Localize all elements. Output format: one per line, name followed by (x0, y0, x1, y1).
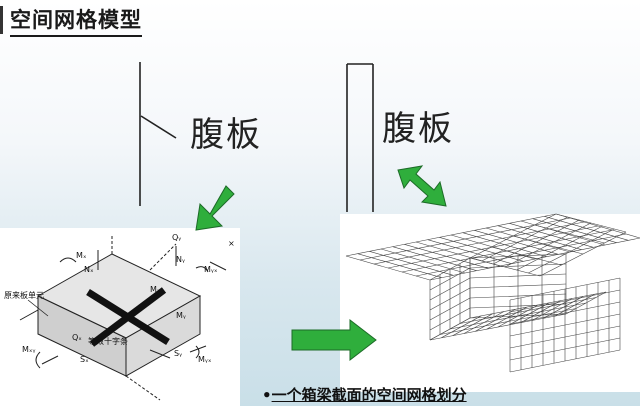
force-label: Nₓ (84, 265, 94, 274)
title-accent-bar (0, 6, 3, 34)
force-label: Mₓ (76, 251, 87, 260)
force-label: Mᵧ (176, 311, 186, 320)
force-label: Qᵧ (172, 233, 181, 242)
force-label: Sₓ (80, 355, 89, 364)
mesh-line (459, 297, 597, 324)
equivalent-cross-x (86, 287, 170, 347)
box-girder-mesh-panel (340, 214, 640, 392)
label-leader (27, 299, 49, 317)
web-sketch-right (346, 63, 374, 212)
figure-caption: •一个箱梁截面的空间网格划分 (262, 384, 467, 405)
force-label: Mₓᵧ (150, 285, 163, 294)
mesh-line (387, 225, 599, 269)
slide-title: 空间网格模型 (10, 4, 142, 37)
mesh-line (439, 308, 577, 335)
arrow-down-left-icon (195, 185, 235, 231)
mesh-line (429, 313, 567, 341)
mesh-line (345, 213, 557, 257)
force-label: Mₓᵧ (22, 345, 35, 354)
mesh-line (509, 301, 621, 325)
mesh-line (359, 217, 571, 261)
web-sketch-left (139, 62, 177, 206)
web-label-right: 腹板 (382, 109, 454, 149)
mesh-line (509, 277, 621, 301)
mesh-line (555, 213, 627, 233)
mesh-line (509, 349, 621, 373)
force-label: Mᵧₓ (204, 265, 218, 274)
force-label: Mᵧₓ (198, 355, 212, 364)
mesh-line (429, 237, 640, 281)
force-label: Nᵧ (176, 255, 185, 264)
mesh-line (512, 235, 584, 255)
mesh-line (534, 224, 605, 244)
original-element-label: 原来板单元 (4, 290, 44, 300)
mesh-line (509, 313, 621, 337)
mesh-line (491, 246, 562, 266)
arrow-right-icon (291, 318, 377, 362)
equivalent-cross-label: 等效十字条 (88, 336, 128, 346)
box-girder-mesh (345, 213, 640, 373)
caption-bullet: • (262, 386, 272, 404)
mesh-line (509, 289, 621, 313)
mesh-line (509, 325, 621, 349)
mesh-line (469, 257, 541, 277)
force-label: Qₓ (72, 333, 82, 342)
double-arrow-icon (397, 165, 447, 207)
force-label: Sᵧ (174, 349, 182, 358)
svg-text:×: × (228, 239, 235, 248)
mesh-line (509, 337, 621, 361)
web-label-left: 腹板 (190, 115, 262, 155)
caption-text: 一个箱梁截面的空间网格划分 (271, 386, 467, 404)
force-symbol-labels: Mₓ Nₓ Qᵧ Nᵧ Mᵧₓ Mᵧ Qₓ Mₓᵧ Sₓ Sᵧ Mᵧₓ Mₓᵧ (22, 233, 218, 364)
